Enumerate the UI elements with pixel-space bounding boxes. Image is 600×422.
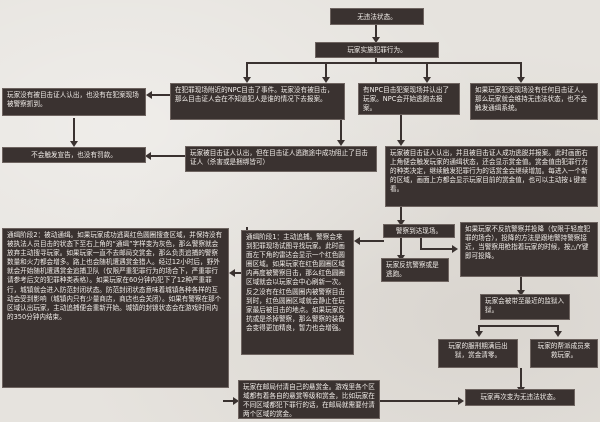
connector [233, 272, 241, 274]
connector [325, 62, 327, 80]
node-player-caught-text: 玩家没有被目击证人认出，也没有在犯案现场被警察抓到。 [7, 91, 139, 109]
connector-arrow [397, 220, 405, 226]
node-no-crime-fine-text: 不会触发宣告，也没有罚款。 [31, 151, 117, 159]
node-npc-report: 有NPC目击犯案现场并认出了玩家。NPC会开始逃跑去报案。 [358, 83, 460, 115]
node-no-witness: 如果玩家犯案现场没有任何目击证人，那么玩家就会维持无违法状态，也不会触发通缉系统… [470, 83, 598, 120]
node-jailed-text: 玩家会被带至最近的监狱入狱。 [485, 297, 565, 315]
connector-arrow [145, 152, 151, 160]
connector [520, 277, 522, 292]
node-escape-report-text: 玩家反抗警察或是逃跑。 [386, 261, 439, 279]
node-npc-report-text: 有NPC目击犯案现场并认出了玩家。NPC会开始逃跑去报案。 [363, 86, 450, 113]
node-pay-post-text: 玩家在邮局付清自己的悬赏金。游戏里各个区域都有着各自的悬赏等级和赏金，比如玩家在… [243, 383, 375, 419]
connector [478, 325, 558, 327]
connector [400, 112, 402, 142]
connector [520, 62, 522, 80]
connector [73, 118, 75, 143]
node-witness-escaped: 玩家被目击证人认出，并且被目击证人成功逃脱并报案。此时画面右上角便会触发玩家的通… [385, 146, 598, 207]
node-back-to-clean-text: 玩家再次变为无违法状态。 [480, 393, 560, 401]
node-player-caught: 玩家没有被目击证人认出，也没有在犯案现场被警察抓到。 [2, 88, 146, 116]
connector [420, 248, 454, 250]
connector [420, 238, 422, 250]
connector [150, 94, 170, 96]
connector [375, 56, 377, 64]
node-witness-escaped-text: 玩家被目击证人认出，并且被目击证人成功逃脱并报案。此时画面右上角便会触发玩家的通… [390, 149, 588, 194]
node-gang-rescue: 玩家的帮派成员来救玩家。 [530, 339, 598, 368]
connector-arrow [475, 331, 483, 337]
connector-arrow [146, 91, 152, 99]
node-phase1-text: 通缉阶段1：主动追捕。警察会来到犯罪现场试图寻找玩家。此时画面左下角的雷达会显示… [246, 233, 345, 332]
node-witnessed-npc-report-text: 在犯罪现场附近的NPC目击了事件。玩家没有被目击，那么目击证人会在不知道犯人是谁… [175, 86, 334, 104]
node-escape-report: 玩家反抗警察或是逃跑。 [381, 258, 449, 282]
connector-arrow [229, 269, 235, 277]
connector [340, 112, 342, 144]
connector-arrow [70, 141, 78, 147]
connector [400, 238, 402, 258]
connector-arrow [452, 245, 458, 253]
node-phase2-text: 通缉阶段2：被动通缉。如果玩家成功逃离红色圆圈搜查区域，并保持没有被执法人员目击… [7, 231, 223, 321]
connector-arrow [554, 331, 562, 337]
node-witnessed-npc-report: 在犯罪现场附近的NPC目击了事件。玩家没有被目击，那么目击证人会在不知道犯人是谁… [170, 83, 345, 120]
connector-arrow [517, 290, 525, 296]
connector [246, 62, 248, 80]
connector-arrow [372, 37, 380, 43]
node-pay-bounty-text: 玩家的服刑期满后出狱，赏金清零。 [448, 342, 508, 360]
connector-arrow [517, 77, 525, 83]
connector-arrow [354, 237, 360, 245]
node-start: 无违法状态。 [330, 8, 424, 25]
connector-arrow [423, 77, 431, 83]
connector-arrow [243, 77, 251, 83]
connector-arrow [322, 77, 330, 83]
connector-arrow [458, 397, 464, 405]
connector [358, 240, 384, 242]
connector [246, 62, 521, 64]
connector [149, 155, 185, 157]
connector [400, 207, 402, 222]
node-surrender-text: 如果玩家不反抗警察并投降（仅限于轻度犯罪的场合），投降的方法是跟地警持警察接近，… [465, 225, 591, 261]
connector [478, 325, 480, 333]
connector-arrow [233, 397, 239, 405]
connector-arrow [337, 140, 345, 146]
node-witness-stopped: 玩家被目击证人认出，但在目击证人逃跑途中成功阻止了目击证人（杀害或是捆绑皆可） [185, 146, 377, 172]
node-phase1: 通缉阶段1：主动追捕。警察会来到犯罪现场试图寻找玩家。此时画面左下角的雷达会显示… [241, 230, 354, 355]
connector [380, 400, 460, 402]
node-no-crime-fine: 不会触发宣告，也没有罚款。 [2, 147, 146, 163]
connector [557, 325, 559, 333]
node-police-arrive: 警察到达现场。 [383, 224, 455, 238]
node-pay-bounty: 玩家的服刑期满后出狱，赏金清零。 [438, 339, 518, 368]
node-surrender: 如果玩家不反抗警察并投降（仅限于轻度犯罪的场合），投降的方法是跟地警持警察接近，… [460, 222, 598, 277]
node-witness-stopped-text: 玩家被目击证人认出，但在目击证人逃跑途中成功阻止了目击证人（杀害或是捆绑皆可） [190, 149, 369, 167]
connector [223, 400, 235, 402]
node-pay-post: 玩家在邮局付清自己的悬赏金。游戏里各个区域都有着各自的悬赏等级和赏金，比如玩家在… [238, 380, 380, 419]
connector-arrow [397, 140, 405, 146]
connector [426, 62, 428, 80]
connector [375, 25, 377, 40]
node-gang-rescue-text: 玩家的帮派成员来救玩家。 [537, 342, 591, 360]
node-back-to-clean: 玩家再次变为无违法状态。 [465, 389, 575, 406]
node-commit: 玩家实施犯罪行为。 [315, 42, 439, 58]
node-jailed: 玩家会被带至最近的监狱入狱。 [480, 294, 570, 320]
node-start-text: 无违法状态。 [357, 13, 397, 21]
node-commit-text: 玩家实施犯罪行为。 [347, 46, 407, 54]
connector [520, 368, 522, 389]
node-phase2: 通缉阶段2：被动通缉。如果玩家成功逃离红色圆圈搜查区域，并保持没有被执法人员目击… [2, 228, 229, 388]
node-police-arrive-text: 警察到达现场。 [395, 227, 443, 235]
node-no-witness-text: 如果玩家犯案现场没有任何目击证人，那么玩家就会维持无违法状态，也不会触发通缉系统… [475, 86, 588, 113]
